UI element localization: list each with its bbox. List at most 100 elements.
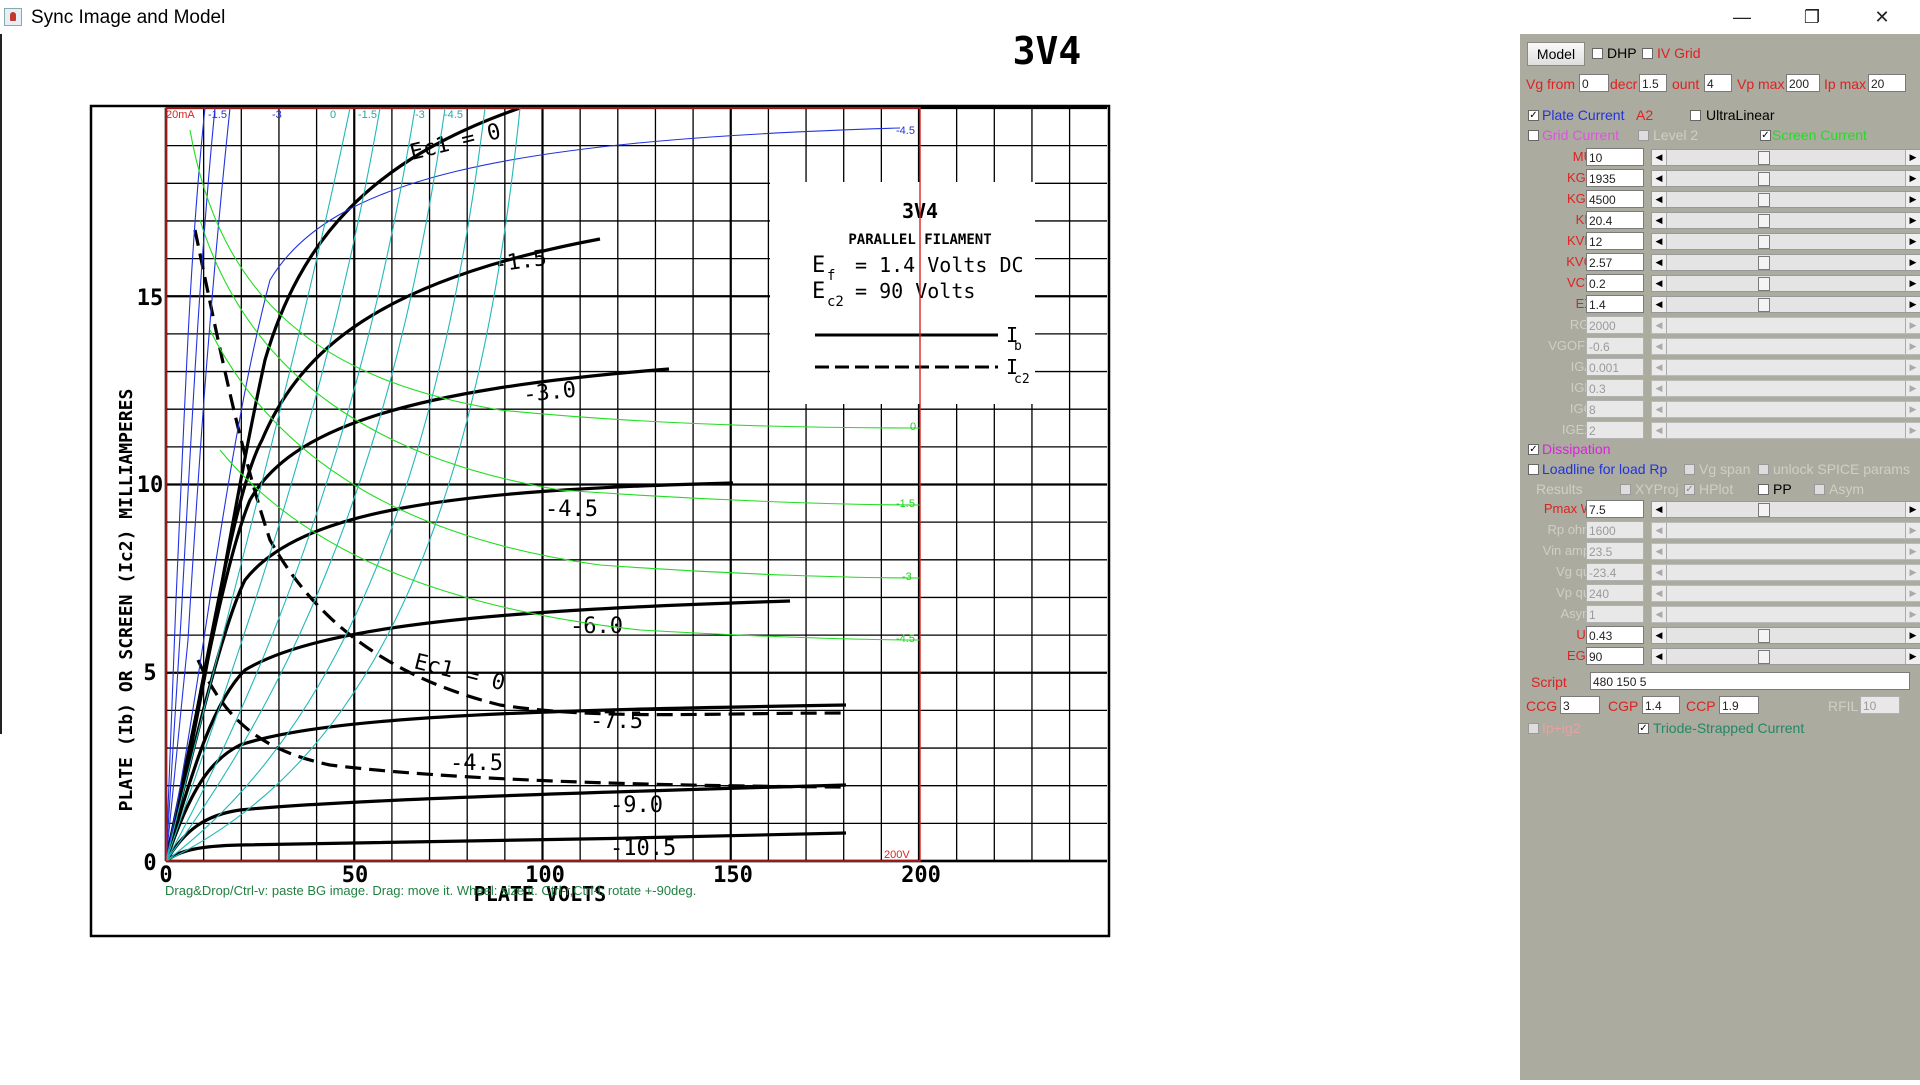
param-slider[interactable]: ◀▶ — [1651, 254, 1920, 271]
param-input[interactable]: 2000 — [1586, 316, 1644, 334]
asym-checkbox[interactable] — [1814, 484, 1825, 495]
param-input[interactable]: 0.43 — [1586, 626, 1644, 644]
slider-right-arrow-icon[interactable]: ▶ — [1905, 523, 1920, 538]
unlock-spice-checkbox[interactable] — [1758, 464, 1769, 475]
ipig2-checkbox[interactable] — [1528, 723, 1539, 734]
param-input[interactable]: 1 — [1586, 605, 1644, 623]
slider-left-arrow-icon[interactable]: ◀ — [1652, 234, 1667, 249]
slider-right-arrow-icon[interactable]: ▶ — [1905, 234, 1920, 249]
slider-thumb[interactable] — [1758, 193, 1770, 207]
ip-max-input[interactable]: 20 — [1868, 74, 1906, 92]
slider-left-arrow-icon[interactable]: ◀ — [1652, 171, 1667, 186]
slider-right-arrow-icon[interactable]: ▶ — [1905, 649, 1920, 664]
slider-right-arrow-icon[interactable]: ▶ — [1905, 586, 1920, 601]
minimize-button[interactable]: — — [1733, 7, 1751, 27]
restore-button[interactable]: ❐ — [1803, 7, 1821, 27]
slider-left-arrow-icon[interactable]: ◀ — [1652, 192, 1667, 207]
slider-left-arrow-icon[interactable]: ◀ — [1652, 607, 1667, 622]
param-slider[interactable]: ◀▶ — [1651, 338, 1920, 355]
slider-left-arrow-icon[interactable]: ◀ — [1652, 565, 1667, 580]
plate-current-checkbox[interactable]: ✓ — [1528, 110, 1539, 121]
param-slider[interactable]: ◀▶ — [1651, 296, 1920, 313]
slider-left-arrow-icon[interactable]: ◀ — [1652, 649, 1667, 664]
chart-canvas[interactable]: 0 50 100 150 200 0 5 10 15 PLATE VOLTS P… — [0, 29, 1520, 1080]
param-input[interactable]: -0.6 — [1586, 337, 1644, 355]
param-input[interactable]: 90 — [1586, 647, 1644, 665]
slider-right-arrow-icon[interactable]: ▶ — [1905, 360, 1920, 375]
slider-right-arrow-icon[interactable]: ▶ — [1905, 544, 1920, 559]
slider-right-arrow-icon[interactable]: ▶ — [1905, 213, 1920, 228]
param-input[interactable]: 7.5 — [1586, 500, 1644, 518]
param-slider[interactable]: ◀▶ — [1651, 380, 1920, 397]
screen-current-checkbox[interactable]: ✓ — [1760, 130, 1771, 141]
slider-left-arrow-icon[interactable]: ◀ — [1652, 381, 1667, 396]
slider-thumb[interactable] — [1758, 256, 1770, 270]
slider-thumb[interactable] — [1758, 172, 1770, 186]
slider-right-arrow-icon[interactable]: ▶ — [1905, 276, 1920, 291]
ccg-input[interactable]: 3 — [1560, 696, 1600, 714]
slider-left-arrow-icon[interactable]: ◀ — [1652, 628, 1667, 643]
slider-left-arrow-icon[interactable]: ◀ — [1652, 150, 1667, 165]
ultralinear-checkbox[interactable] — [1690, 110, 1701, 121]
param-input[interactable]: 20.4 — [1586, 211, 1644, 229]
param-slider[interactable]: ◀▶ — [1651, 585, 1920, 602]
rfil-input[interactable]: 10 — [1860, 696, 1900, 714]
slider-right-arrow-icon[interactable]: ▶ — [1905, 502, 1920, 517]
slider-left-arrow-icon[interactable]: ◀ — [1652, 360, 1667, 375]
param-input[interactable]: 2 — [1586, 421, 1644, 439]
slider-thumb[interactable] — [1758, 151, 1770, 165]
slider-left-arrow-icon[interactable]: ◀ — [1652, 297, 1667, 312]
script-input[interactable]: 480 150 5 — [1590, 672, 1910, 690]
close-button[interactable]: ✕ — [1874, 7, 1890, 27]
slider-left-arrow-icon[interactable]: ◀ — [1652, 502, 1667, 517]
slider-thumb[interactable] — [1758, 503, 1770, 517]
param-input[interactable]: 1600 — [1586, 521, 1644, 539]
param-slider[interactable]: ◀▶ — [1651, 422, 1920, 439]
param-input[interactable]: -23.4 — [1586, 563, 1644, 581]
param-slider[interactable]: ◀▶ — [1651, 170, 1920, 187]
slider-thumb[interactable] — [1758, 214, 1770, 228]
param-input[interactable]: 12 — [1586, 232, 1644, 250]
param-input[interactable]: 4500 — [1586, 190, 1644, 208]
slider-right-arrow-icon[interactable]: ▶ — [1905, 339, 1920, 354]
slider-left-arrow-icon[interactable]: ◀ — [1652, 213, 1667, 228]
slider-left-arrow-icon[interactable]: ◀ — [1652, 544, 1667, 559]
dhp-checkbox[interactable] — [1592, 48, 1603, 59]
slider-right-arrow-icon[interactable]: ▶ — [1905, 565, 1920, 580]
param-input[interactable]: 0.3 — [1586, 379, 1644, 397]
vg-from-input[interactable]: 0 — [1579, 74, 1609, 92]
model-button[interactable]: Model — [1527, 42, 1585, 66]
slider-left-arrow-icon[interactable]: ◀ — [1652, 586, 1667, 601]
param-input[interactable]: 240 — [1586, 584, 1644, 602]
slider-right-arrow-icon[interactable]: ▶ — [1905, 423, 1920, 438]
param-input[interactable]: 1.4 — [1586, 295, 1644, 313]
slider-right-arrow-icon[interactable]: ▶ — [1905, 607, 1920, 622]
pp-checkbox[interactable] — [1758, 484, 1769, 495]
loadline-checkbox[interactable] — [1528, 464, 1539, 475]
param-input[interactable]: 10 — [1586, 148, 1644, 166]
slider-right-arrow-icon[interactable]: ▶ — [1905, 150, 1920, 165]
slider-right-arrow-icon[interactable]: ▶ — [1905, 171, 1920, 186]
level2-checkbox[interactable] — [1638, 130, 1649, 141]
slider-left-arrow-icon[interactable]: ◀ — [1652, 423, 1667, 438]
param-input[interactable]: 0.001 — [1586, 358, 1644, 376]
dissipation-checkbox[interactable]: ✓ — [1528, 444, 1539, 455]
param-input[interactable]: 1935 — [1586, 169, 1644, 187]
param-slider[interactable]: ◀▶ — [1651, 212, 1920, 229]
param-slider[interactable]: ◀▶ — [1651, 275, 1920, 292]
param-slider[interactable]: ◀▶ — [1651, 606, 1920, 623]
slider-left-arrow-icon[interactable]: ◀ — [1652, 255, 1667, 270]
count-input[interactable]: 4 — [1704, 74, 1732, 92]
hplot-checkbox[interactable]: ✓ — [1684, 484, 1695, 495]
slider-left-arrow-icon[interactable]: ◀ — [1652, 523, 1667, 538]
param-slider[interactable]: ◀▶ — [1651, 501, 1920, 518]
cgp-input[interactable]: 1.4 — [1642, 696, 1680, 714]
param-slider[interactable]: ◀▶ — [1651, 191, 1920, 208]
param-slider[interactable]: ◀▶ — [1651, 543, 1920, 560]
slider-thumb[interactable] — [1758, 298, 1770, 312]
slider-right-arrow-icon[interactable]: ▶ — [1905, 192, 1920, 207]
decr-input[interactable]: 1.5 — [1639, 74, 1667, 92]
slider-right-arrow-icon[interactable]: ▶ — [1905, 402, 1920, 417]
slider-thumb[interactable] — [1758, 235, 1770, 249]
vp-max-input[interactable]: 200 — [1786, 74, 1820, 92]
